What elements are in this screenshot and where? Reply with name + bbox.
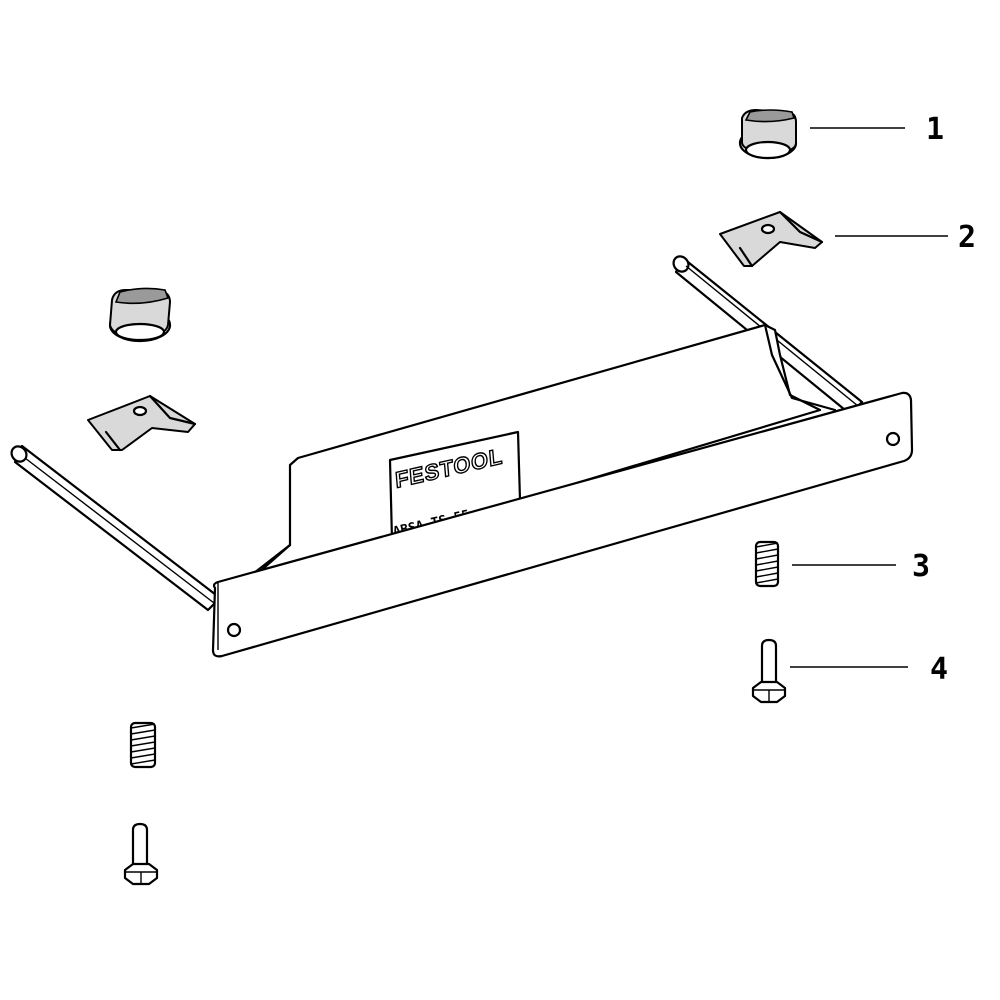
callout-number-4: 4 [930,652,948,687]
hex-bolt-right [751,638,787,704]
knob-left [108,287,172,343]
clamp-plate-right [719,210,824,268]
hex-bolt-left [123,822,159,886]
guide-rod-left [10,444,222,612]
callout-number-2: 2 [958,220,976,255]
callout-number-1: 1 [926,112,944,147]
callout-3: 3 [792,549,930,584]
mount-hole-right [885,431,901,447]
callout-4: 4 [790,652,948,687]
knob-right [738,109,798,160]
clamp-plate-left-hole [132,405,148,417]
clamp-plate-left [87,394,197,452]
callout-1: 1 [810,112,944,147]
mount-hole-left [226,622,242,638]
callout-2: 2 [835,220,976,255]
spring-right [754,540,780,588]
spring-left [129,721,157,769]
fence-front-bar [211,391,914,658]
callout-number-3: 3 [912,549,930,584]
clamp-plate-right-hole [760,223,776,235]
